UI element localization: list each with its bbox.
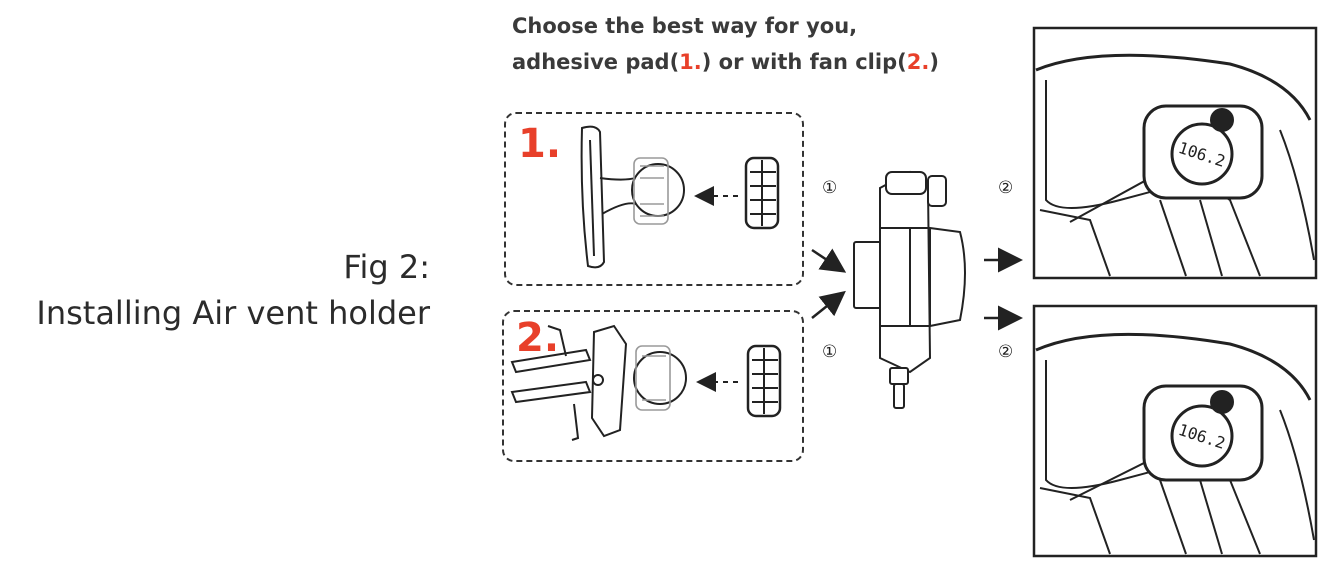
arrow-to-device-1: [811, 248, 847, 273]
fan-clip-mount: [510, 324, 782, 441]
step-2-marker-top: ②: [998, 178, 1014, 198]
step-2-marker-bottom: ②: [998, 342, 1014, 362]
option-2-number: 2.: [516, 315, 560, 361]
instruction-line-2: adhesive pad(1.) or with fan clip(2.): [512, 50, 939, 74]
option-1-number: 1.: [518, 121, 562, 167]
option-1-box: [504, 112, 804, 286]
adhesive-pad-mount: [580, 125, 780, 269]
device-side-view: [853, 170, 966, 409]
option-1-ref: 1.: [679, 50, 702, 74]
arrow-to-device-2: [811, 290, 846, 319]
car-panel-1: [1032, 26, 1318, 280]
option-2-ref: 2.: [906, 50, 930, 74]
option-2-box: [502, 310, 804, 462]
instruction-line-1: Choose the best way for you,: [512, 14, 858, 38]
step-1-marker-top: ①: [822, 178, 838, 198]
figure-label: Fig 2:: [343, 248, 430, 286]
car-panel-2: [1032, 304, 1318, 558]
instruction-header: Choose the best way for you, adhesive pa…: [512, 8, 939, 80]
figure-caption: Fig 2: Installing Air vent holder: [36, 244, 430, 336]
step-1-marker-bottom: ①: [822, 342, 838, 362]
figure-title: Installing Air vent holder: [36, 294, 430, 332]
